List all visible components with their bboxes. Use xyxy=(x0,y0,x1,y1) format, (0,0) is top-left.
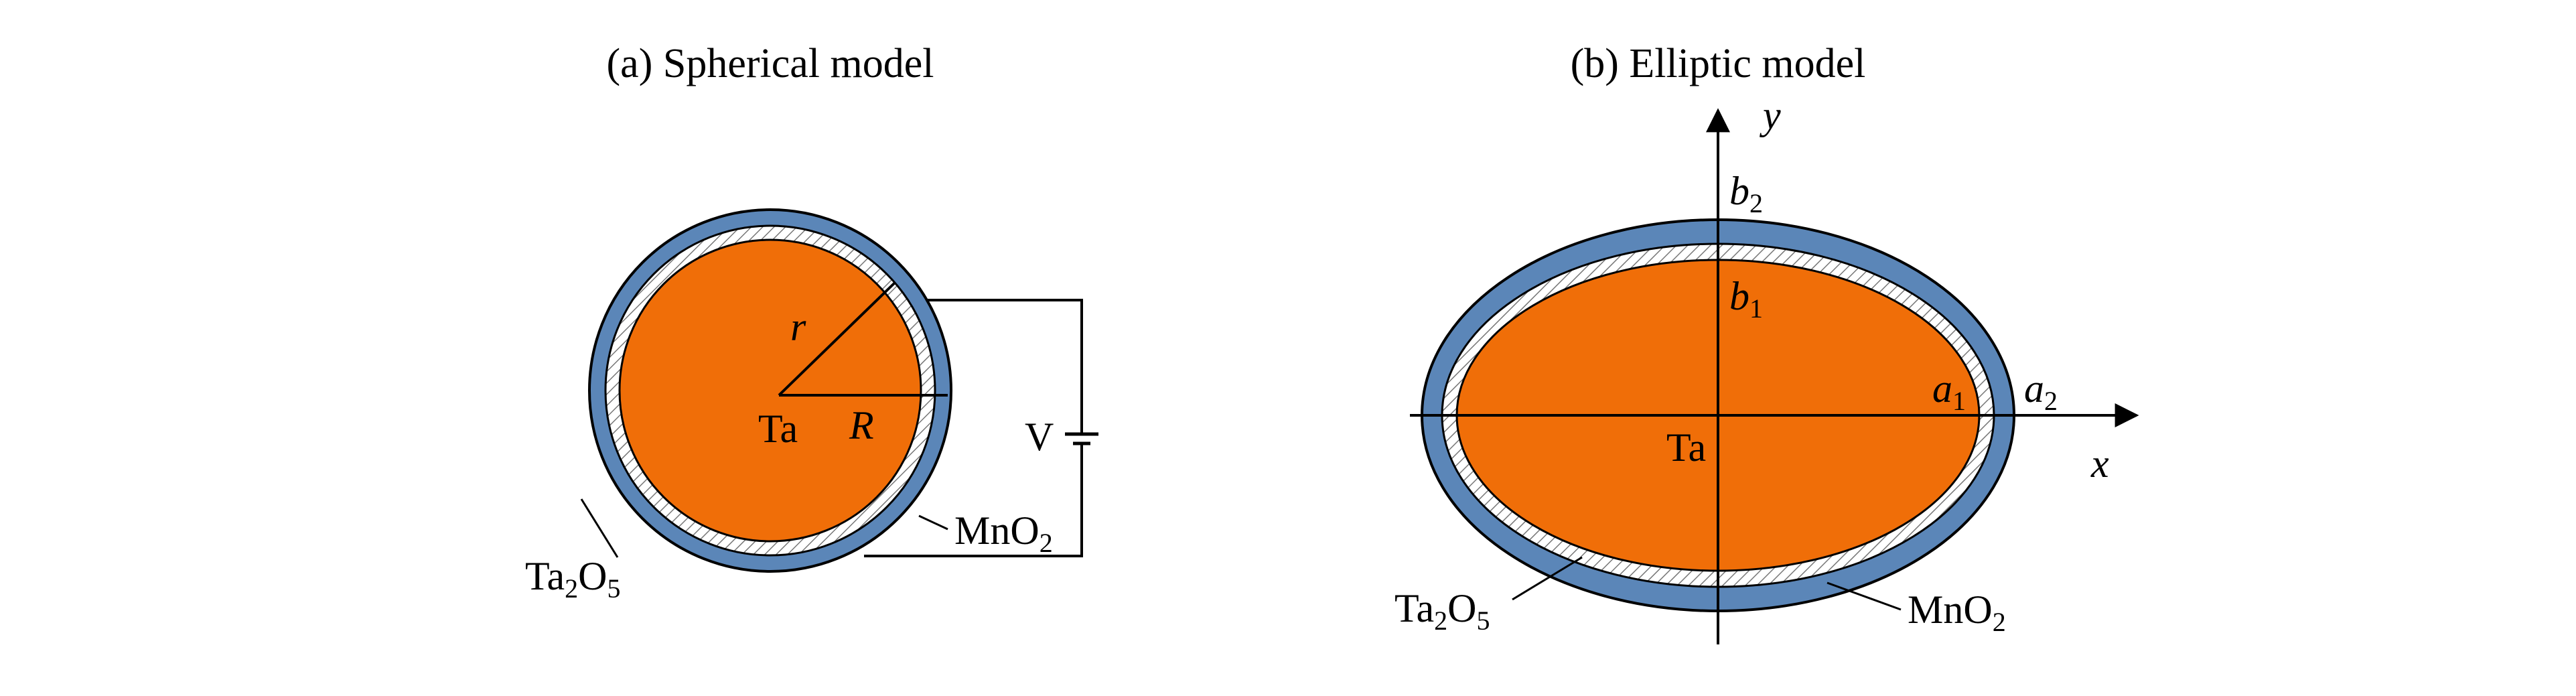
a2-label: a2 xyxy=(2024,366,2058,416)
y-axis-label: y xyxy=(1759,93,1781,137)
radius-r-label: r xyxy=(790,305,806,349)
elliptic-model-panel: (b) Elliptic model x y b2 b1 a1 a2 Ta Ta… xyxy=(1394,41,2139,644)
a1-label: a1 xyxy=(1932,366,1966,416)
battery-symbol xyxy=(1065,432,1098,445)
mno2-label: MnO2 xyxy=(954,508,1053,558)
voltage-label: V xyxy=(1025,415,1054,459)
b2-label: b2 xyxy=(1729,169,1763,218)
ta2o5-label: Ta2O5 xyxy=(525,554,620,604)
circuit-wires xyxy=(864,299,1083,557)
ta2o5-label: Ta2O5 xyxy=(1394,586,1490,636)
elliptic-caption: (b) Elliptic model xyxy=(1571,41,1866,86)
b1-label: b1 xyxy=(1729,274,1763,324)
radius-lines xyxy=(778,281,948,397)
x-axis-label: x xyxy=(2090,441,2109,486)
spherical-leaders xyxy=(580,498,948,558)
spherical-caption: (a) Spherical model xyxy=(607,41,934,86)
ta-core-label: Ta xyxy=(1666,425,1706,470)
spherical-model-panel: (a) Spherical model V r R Ta Ta2O5 xyxy=(525,41,1098,604)
radius-R-label: R xyxy=(849,403,874,447)
ta-core-label: Ta xyxy=(758,407,798,451)
mno2-label: MnO2 xyxy=(1908,587,2006,637)
elliptic-leaders xyxy=(1512,556,1902,611)
ta-core xyxy=(618,238,922,543)
